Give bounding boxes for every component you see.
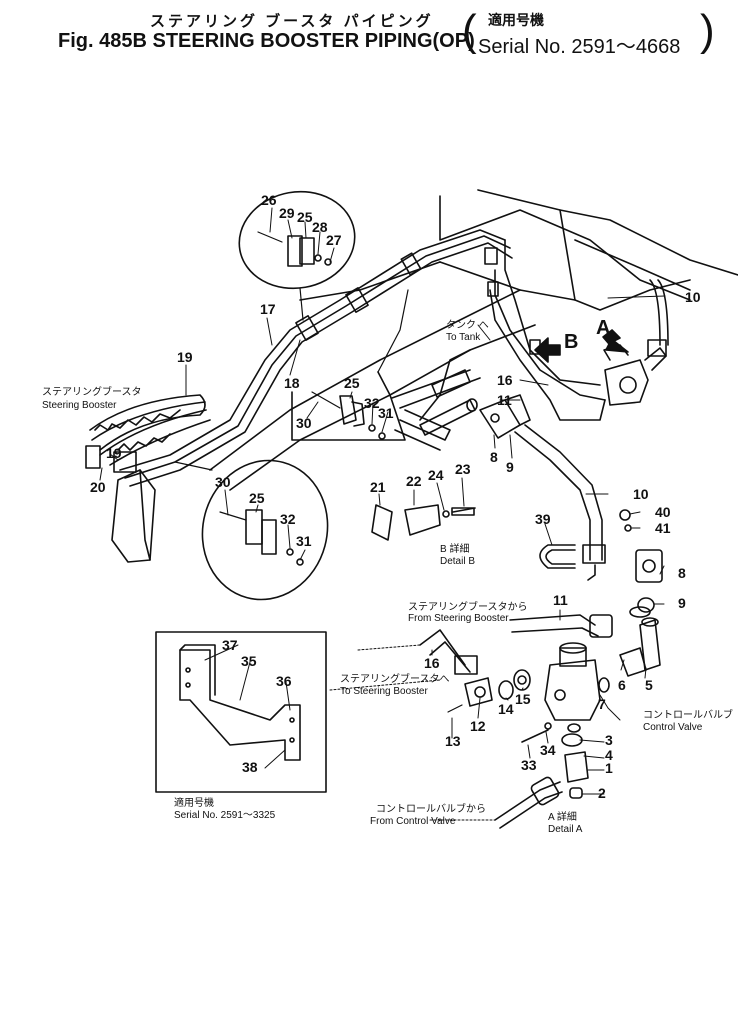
callout: 31 [378, 405, 394, 421]
callout: 18 [284, 375, 300, 391]
callout: 36 [276, 673, 292, 689]
callout: 9 [678, 595, 686, 611]
callout: 2 [598, 785, 606, 801]
callout: 9 [506, 459, 514, 475]
callout: 25 [297, 209, 313, 225]
figure-title: Fig. 485B STEERING BOOSTER PIPING(OP) [58, 30, 475, 52]
callout: 5 [645, 677, 653, 693]
callout: 34 [540, 742, 556, 758]
callout: 27 [326, 232, 342, 248]
callout: 4 [605, 747, 613, 763]
callout: 15 [515, 691, 531, 707]
booster-en: Steering Booster [42, 400, 117, 411]
callout: 30 [215, 474, 231, 490]
callout: 21 [370, 479, 386, 495]
callout: 7 [598, 696, 606, 712]
callout: 40 [655, 504, 671, 520]
leader-lines [99, 207, 666, 821]
callout: 10 [685, 289, 701, 305]
inset-jp: 適用号機 [174, 796, 214, 809]
detail-a [419, 509, 663, 829]
detail-a-en: Detail A [548, 824, 583, 835]
callout: 26 [261, 192, 277, 208]
callout: 3 [605, 732, 613, 748]
from-booster-jp: ステアリングブースタから [408, 600, 528, 613]
open-paren: ( [462, 6, 477, 55]
callout: 16 [497, 372, 513, 388]
callout: 35 [241, 653, 257, 669]
callout: 8 [490, 449, 498, 465]
to-tank-pipes [391, 349, 481, 451]
steering-booster [85, 394, 211, 563]
arrow-a-label: A [596, 317, 610, 339]
control-valve-jp: コントロールバルブ [643, 708, 733, 721]
from-cv-en: From Control Valve [370, 816, 456, 827]
from-booster-en: From Steering Booster [408, 613, 509, 624]
control-valve-en: Control Valve [643, 722, 703, 733]
callout: 17 [260, 301, 276, 317]
callout: 32 [364, 395, 380, 411]
callout: 31 [296, 533, 312, 549]
to-booster-en: To Steering Booster [340, 686, 428, 697]
detail-b [371, 504, 476, 541]
callout: 10 [633, 486, 649, 502]
arrow-b [534, 337, 561, 363]
callout: 22 [406, 473, 422, 489]
callout: 25 [249, 490, 265, 506]
callout: 38 [242, 759, 258, 775]
callout: 20 [90, 479, 106, 495]
callout: 8 [678, 565, 686, 581]
callout: 30 [296, 415, 312, 431]
callout: 25 [344, 375, 360, 391]
callout: 13 [445, 733, 461, 749]
callout: 11 [497, 392, 512, 408]
japanese-title: ステアリング ブースタ パイピング [150, 13, 434, 30]
callout: 12 [470, 718, 486, 734]
main-pipes [119, 229, 606, 487]
u-bolt [539, 544, 576, 569]
tank-jp: タンク へ [446, 319, 489, 331]
callout: 41 [655, 520, 671, 536]
callout: 29 [279, 205, 295, 221]
callout: 28 [312, 219, 328, 235]
inset-box [155, 631, 327, 793]
callout: 24 [428, 467, 444, 483]
callout: 1 [605, 760, 613, 776]
arrow-a [602, 329, 629, 353]
booster-jp: ステアリングブースタ [42, 385, 142, 398]
japanese-serial-label: 適用号機 [488, 12, 544, 28]
callout: 23 [455, 461, 471, 477]
close-paren: ) [700, 6, 715, 55]
callout: 19 [177, 349, 193, 365]
arrow-b-label: B [564, 331, 578, 353]
to-booster-jp: ステアリングブースタへ [340, 672, 450, 685]
detail-ovals [174, 190, 356, 601]
callout: 33 [521, 757, 537, 773]
tank-en: To Tank [446, 332, 481, 343]
from-cv-jp: コントロールバルブから [376, 802, 486, 815]
inset-serial: Serial No. 2591～3325 [174, 810, 276, 821]
callout: 32 [280, 511, 296, 527]
detail-b-en: Detail B [440, 556, 475, 567]
clamp-detail-box [291, 289, 409, 441]
detail-b-jp: B 詳細 [440, 542, 469, 555]
detail-a-jp: A 詳細 [548, 810, 577, 823]
callout: 39 [535, 511, 551, 527]
callout: 11 [553, 592, 568, 608]
callout: 19 [106, 445, 122, 461]
callout: 6 [618, 677, 626, 693]
callout-numbers: 26 29 25 28 27 17 19 18 20 19 25 30 32 3… [90, 192, 701, 801]
callout: 16 [424, 655, 440, 671]
serial-range: Serial No. 2591～4668 [478, 36, 681, 58]
control-valve-assembly [479, 279, 669, 581]
callout: 37 [222, 637, 238, 653]
callout: 14 [498, 701, 514, 717]
